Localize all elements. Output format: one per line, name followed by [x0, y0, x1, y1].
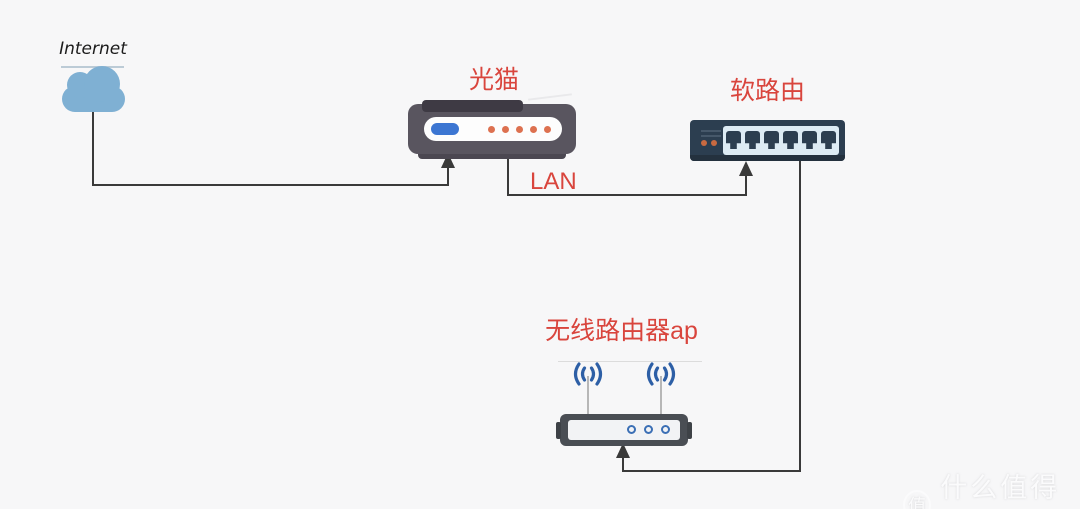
soft-router-light	[701, 140, 707, 146]
wifi-signal-icon	[573, 362, 603, 386]
wireless-ap-light	[627, 425, 636, 434]
edge-router-ap-segment	[799, 160, 801, 472]
soft-router-port-panel	[723, 126, 839, 155]
wireless-ap-status-lights	[627, 425, 670, 434]
smzdm-watermark: 值 什么值得买	[903, 466, 1080, 509]
edge-lan-segment	[745, 175, 747, 196]
wireless-ap-light	[644, 425, 653, 434]
modem-light	[502, 125, 509, 133]
ethernet-port-icon	[726, 131, 741, 149]
ethernet-port-icon	[764, 131, 779, 149]
ethernet-port-icon	[783, 131, 798, 149]
edge-lan-segment	[507, 152, 509, 196]
modem-device-icon	[408, 93, 576, 159]
modem-light	[544, 125, 551, 133]
modem-status-lights	[488, 125, 551, 133]
watermark-badge-icon: 值	[903, 490, 932, 509]
soft-router-vent-line	[701, 130, 721, 132]
antenna-icon	[587, 376, 589, 416]
internet-node-label: Internet	[59, 39, 127, 59]
wireless-ap-side-tab	[556, 422, 561, 439]
arrowhead-into-soft-router	[739, 161, 753, 176]
wireless-ap-side-tab	[687, 422, 692, 439]
modem-top-band	[422, 100, 523, 112]
edge-internet-modem-segment	[447, 167, 449, 186]
soft-router-light	[711, 140, 717, 146]
wireless-ap-light	[661, 425, 670, 434]
wireless-ap-divider-line	[558, 361, 702, 362]
modem-light	[530, 125, 537, 133]
wireless-ap-device-icon	[556, 414, 692, 446]
modem-light	[516, 125, 523, 133]
wifi-signal-icon	[646, 362, 676, 386]
wireless-ap-node-label: 无线路由器ap	[545, 317, 698, 345]
edge-router-ap-segment	[622, 457, 624, 472]
internet-cloud-icon	[62, 66, 125, 112]
arrowhead-into-wireless-ap	[616, 443, 630, 458]
soft-router-status-lights	[701, 140, 717, 146]
modem-light	[488, 125, 495, 133]
soft-router-node-label: 软路由	[729, 77, 805, 105]
ethernet-port-icon	[745, 131, 760, 149]
lan-edge-label: LAN	[530, 168, 577, 195]
modem-base	[418, 149, 566, 159]
edge-internet-modem-segment	[92, 110, 94, 186]
internet-label-underline	[61, 66, 124, 68]
antenna-icon	[660, 376, 662, 416]
modem-node-label: 光猫	[468, 66, 519, 94]
ethernet-port-icon	[821, 131, 836, 149]
soft-router-device-icon	[690, 120, 845, 161]
edge-internet-modem-segment	[92, 184, 449, 186]
watermark-text: 什么值得买	[940, 473, 1061, 503]
soft-router-vent-line	[701, 135, 721, 137]
edge-router-ap-segment	[622, 470, 801, 472]
wireless-ap-front-panel	[568, 420, 680, 440]
modem-front-panel	[424, 117, 562, 141]
modem-led-bar	[431, 123, 459, 135]
ethernet-port-icon	[802, 131, 817, 149]
edge-lan-segment	[507, 194, 747, 196]
